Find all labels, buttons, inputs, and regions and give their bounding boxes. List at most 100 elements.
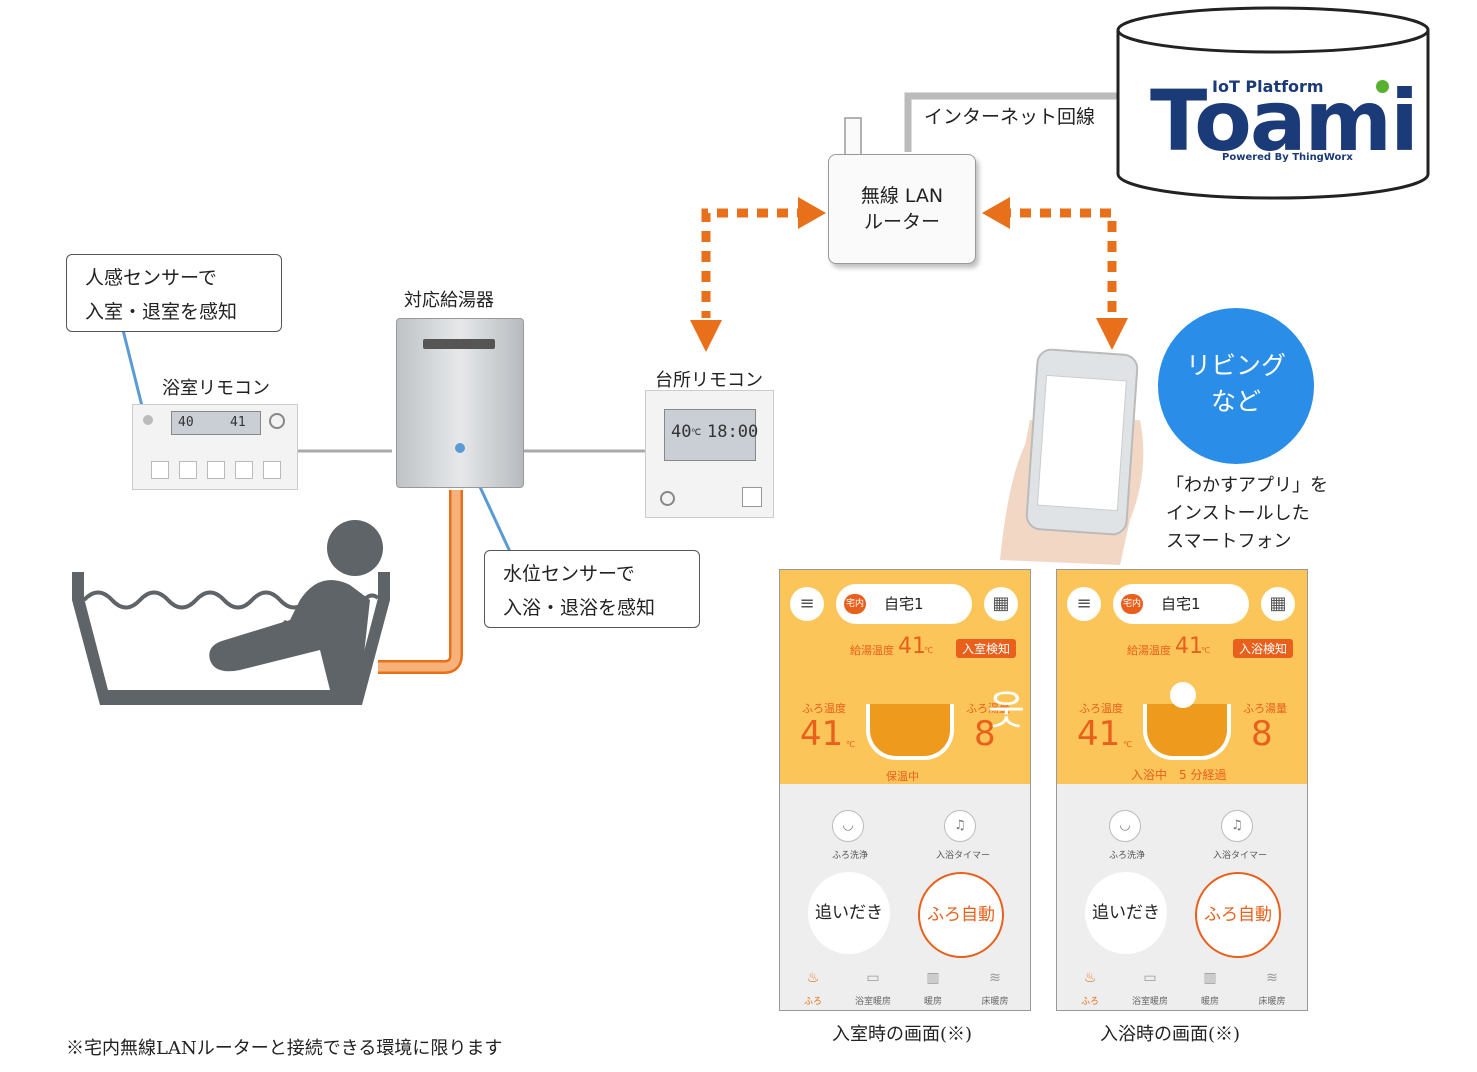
water-heater xyxy=(396,318,524,488)
water-sensor-line2: 入浴・退浴を感知 xyxy=(503,597,656,619)
bath-remote-label: 浴室リモコン xyxy=(162,378,270,399)
supply-temp-value: 41 xyxy=(1175,634,1203,659)
tab-bath[interactable]: ふろ xyxy=(803,997,822,1007)
status-text: 保温中 xyxy=(886,770,919,783)
bath-wash-icon[interactable]: ◡ xyxy=(1109,810,1141,842)
bell-icon[interactable]: ♫ xyxy=(944,810,976,842)
toami-cloud-cylinder xyxy=(1116,6,1430,200)
bath-timer-label: 入浴タイマー xyxy=(1213,851,1268,861)
bath-temp-value: 41 xyxy=(1077,714,1121,754)
bath-level-value: 8 xyxy=(1251,714,1273,754)
tab-bath-heater[interactable]: 浴室暖房 xyxy=(854,997,891,1007)
water-level-sensor-icon xyxy=(455,443,465,453)
kitchen-remote-power-button xyxy=(742,487,762,507)
bath-temp-label: ふろ温度 xyxy=(802,702,846,715)
kitchen-lcd-temp: 40 xyxy=(671,422,692,442)
grid-icon[interactable]: ▦ xyxy=(1261,587,1295,621)
home-selector[interactable]: 宅内 自宅1 xyxy=(1113,584,1249,624)
hand-holding-phone xyxy=(1000,348,1144,565)
living-label-1: リビング xyxy=(1185,351,1286,380)
home-tag: 宅内 xyxy=(844,594,866,614)
tab-bath-heater-icon[interactable]: ▭ xyxy=(1143,970,1157,986)
water-sensor-callout: 水位センサーで 入浴・退浴を感知 xyxy=(484,550,700,628)
reheat-button[interactable]: 追いだき xyxy=(1085,872,1167,954)
bath-temp-unit: ℃ xyxy=(846,740,855,749)
footnote: ※宅内無線LANルーターと接続できる環境に限ります xyxy=(66,1038,503,1059)
home-name: 自宅1 xyxy=(1161,595,1201,613)
home-tag: 宅内 xyxy=(1121,594,1143,614)
kitchen-remote-display: 40 ℃ 18:00 xyxy=(664,409,759,461)
bath-remote-button xyxy=(235,461,253,479)
supply-temp-label: 給湯温度 xyxy=(850,644,894,657)
kitchen-lcd-unit: ℃ xyxy=(691,428,702,438)
menu-icon[interactable]: ≡ xyxy=(1067,587,1101,621)
router-antenna xyxy=(844,117,862,157)
kitchen-remote-label: 台所リモコン xyxy=(655,370,763,391)
heater-vent xyxy=(423,339,495,349)
status-text: 入浴中 5 分経過 xyxy=(1131,768,1227,782)
tab-heater[interactable]: 暖房 xyxy=(1200,997,1219,1007)
bath-remote-button xyxy=(207,461,225,479)
screen-caption-enter: 入室時の画面(※) xyxy=(832,1024,973,1045)
bath-lcd-left: 40 xyxy=(178,415,194,430)
arrowhead-router-left xyxy=(798,197,826,229)
reheat-button[interactable]: 追いだき xyxy=(808,872,890,954)
tab-heater-icon[interactable]: ▥ xyxy=(926,970,940,986)
arrowhead-phone xyxy=(1096,318,1128,350)
bath-level-label: ふろ湯量 xyxy=(1243,702,1287,715)
bathtub-icon xyxy=(866,704,954,760)
bath-remote-button xyxy=(179,461,197,479)
wireless-lan-router: 無線 LAN ルーター xyxy=(828,154,976,264)
human-sensor-line1: 人感センサーで xyxy=(85,267,217,289)
bath-wash-label: ふろ洗浄 xyxy=(1109,851,1146,861)
auto-bath-button[interactable]: ふろ自動 xyxy=(1195,872,1281,958)
bath-temp-unit: ℃ xyxy=(1123,740,1132,749)
tab-bath-heater[interactable]: 浴室暖房 xyxy=(1131,997,1168,1007)
wireless-link-phone xyxy=(1000,208,1117,318)
tab-floor-heater[interactable]: 床暖房 xyxy=(981,997,1009,1007)
router-label-2: ルーター xyxy=(863,211,940,233)
grid-icon[interactable]: ▦ xyxy=(984,587,1018,621)
tab-floor-heater-icon[interactable]: ≋ xyxy=(989,970,1001,986)
living-room-circle: リビング など xyxy=(1158,308,1314,464)
menu-icon[interactable]: ≡ xyxy=(790,587,824,621)
toami-dot-icon xyxy=(1376,80,1389,93)
arrowhead-router-right xyxy=(982,197,1010,229)
supply-temp-value: 41 xyxy=(898,634,926,659)
app-screen-enter-room: ≡ 宅内 自宅1 ▦ 給湯温度 41 ℃ 入室検知 ふろ温度 41 ℃ ふろ湯量… xyxy=(779,569,1031,1011)
tab-bath-icon[interactable]: ♨ xyxy=(1083,970,1097,986)
water-sensor-line1: 水位センサーで xyxy=(503,563,635,585)
app-screen-bathing: ≡ 宅内 自宅1 ▦ 給湯温度 41 ℃ 入浴検知 ふろ温度 41 ℃ ふろ湯量… xyxy=(1056,569,1308,1011)
bell-icon[interactable]: ♫ xyxy=(1221,810,1253,842)
internet-line-label: インターネット回線 xyxy=(924,106,1096,128)
bath-lcd-right: 41 xyxy=(230,415,246,430)
kitchen-lcd-time: 18:00 xyxy=(707,422,759,442)
tab-heater[interactable]: 暖房 xyxy=(923,997,942,1007)
tab-bath-icon[interactable]: ♨ xyxy=(806,970,820,986)
tab-floor-heater[interactable]: 床暖房 xyxy=(1258,997,1286,1007)
auto-bath-button[interactable]: ふろ自動 xyxy=(918,872,1004,958)
bath-remote-display: 40 41 xyxy=(171,411,261,435)
bath-wash-icon[interactable]: ◡ xyxy=(832,810,864,842)
tab-floor-heater-icon[interactable]: ≋ xyxy=(1266,970,1278,986)
bath-timer-label: 入浴タイマー xyxy=(936,851,991,861)
supply-temp-unit: ℃ xyxy=(1201,646,1210,655)
tab-bath-heater-icon[interactable]: ▭ xyxy=(866,970,880,986)
bathing-person-icon xyxy=(209,520,383,690)
bathtub-icon xyxy=(1143,704,1231,760)
supply-temp-label: 給湯温度 xyxy=(1127,644,1171,657)
kitchen-remote: 40 ℃ 18:00 xyxy=(645,390,774,518)
wireless-link-kitchen xyxy=(701,208,808,318)
detection-badge: 入浴検知 xyxy=(1233,639,1294,658)
bath-remote: 40 41 xyxy=(132,404,298,490)
toami-brand-top: IoT Platform xyxy=(1212,77,1324,96)
home-selector[interactable]: 宅内 自宅1 xyxy=(836,584,972,624)
toami-logo: Toami xyxy=(1150,72,1419,170)
tab-bath[interactable]: ふろ xyxy=(1080,997,1099,1007)
smartphone-caption-3: スマートフォン xyxy=(1166,531,1292,552)
screen-caption-bathing: 入浴時の画面(※) xyxy=(1100,1024,1241,1045)
smartphone-caption-2: インストールした xyxy=(1166,503,1310,524)
detection-badge: 入室検知 xyxy=(956,639,1017,658)
tab-heater-icon[interactable]: ▥ xyxy=(1203,970,1217,986)
